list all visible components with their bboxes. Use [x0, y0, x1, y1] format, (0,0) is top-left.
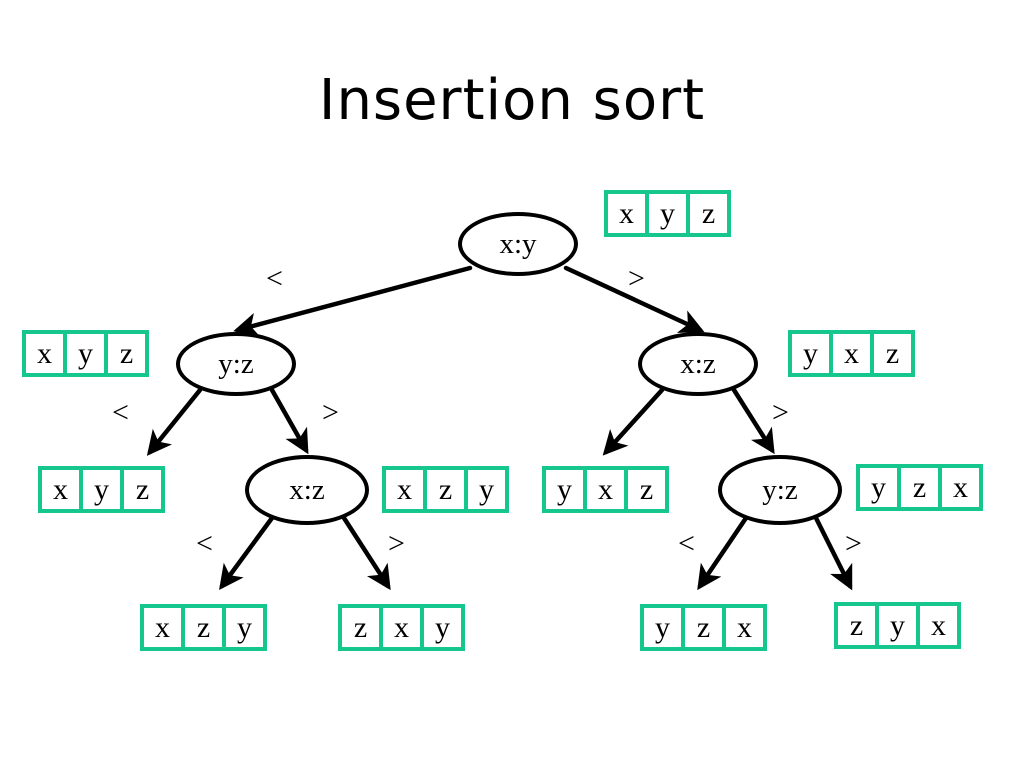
page-title: Insertion sort: [318, 68, 706, 133]
array-cell: y: [856, 464, 901, 511]
array-cell: x: [604, 190, 649, 237]
array-cell: y: [420, 604, 465, 651]
array-cell: x: [140, 604, 185, 651]
comparison-label: <: [112, 396, 129, 429]
array-cell: x: [722, 604, 767, 651]
tree-edge: [602, 387, 665, 456]
decision-node[interactable]: x:z: [245, 455, 369, 525]
tree-edge: [219, 515, 275, 590]
tree-edge: [146, 387, 203, 456]
array-cell: z: [834, 602, 879, 649]
tree-edge: [697, 515, 749, 591]
array-cell: x: [583, 466, 628, 513]
decision-node[interactable]: y:z: [176, 332, 296, 396]
array-cell: z: [870, 330, 915, 377]
tree-edge: [269, 387, 309, 455]
array-cell: z: [686, 190, 731, 237]
array-cell: x: [379, 604, 424, 651]
array-cell: y: [222, 604, 267, 651]
comparison-label: <: [266, 262, 283, 295]
decision-node-label: y:z: [218, 347, 254, 380]
decision-node-label: x:z: [289, 473, 325, 506]
array-cell: z: [104, 330, 149, 377]
array-cell: x: [22, 330, 67, 377]
comparison-label: >: [845, 527, 862, 560]
comparison-label: >: [388, 527, 405, 560]
tree-edge: [341, 515, 391, 591]
array-cell: z: [681, 604, 726, 651]
comparison-label: <: [678, 527, 695, 560]
decision-node-label: y:z: [762, 473, 798, 506]
array-cell: y: [542, 466, 587, 513]
array-cell: x: [829, 330, 874, 377]
array-cell: z: [120, 466, 165, 513]
array-cell: y: [464, 466, 509, 513]
decision-node[interactable]: y:z: [718, 455, 842, 525]
array-cell: y: [640, 604, 685, 651]
array-cell: z: [338, 604, 383, 651]
decision-node[interactable]: x:z: [638, 332, 758, 396]
array-cell: x: [938, 464, 983, 511]
array-cell: y: [79, 466, 124, 513]
tree-edge: [731, 387, 775, 455]
array-cell: z: [181, 604, 226, 651]
comparison-label: >: [628, 262, 645, 295]
array-cell: z: [624, 466, 669, 513]
array-cell: y: [875, 602, 920, 649]
decision-node-label: x:y: [499, 227, 537, 260]
comparison-label: >: [772, 396, 789, 429]
array-cell: y: [645, 190, 690, 237]
comparison-label: >: [322, 396, 339, 429]
decision-node[interactable]: x:y: [458, 212, 578, 276]
array-cell: y: [788, 330, 833, 377]
array-cell: x: [38, 466, 83, 513]
decision-node-label: x:z: [680, 347, 716, 380]
array-cell: y: [63, 330, 108, 377]
array-cell: z: [423, 466, 468, 513]
array-cell: x: [916, 602, 961, 649]
array-cell: x: [382, 466, 427, 513]
array-cell: z: [897, 464, 942, 511]
comparison-label: <: [196, 527, 213, 560]
